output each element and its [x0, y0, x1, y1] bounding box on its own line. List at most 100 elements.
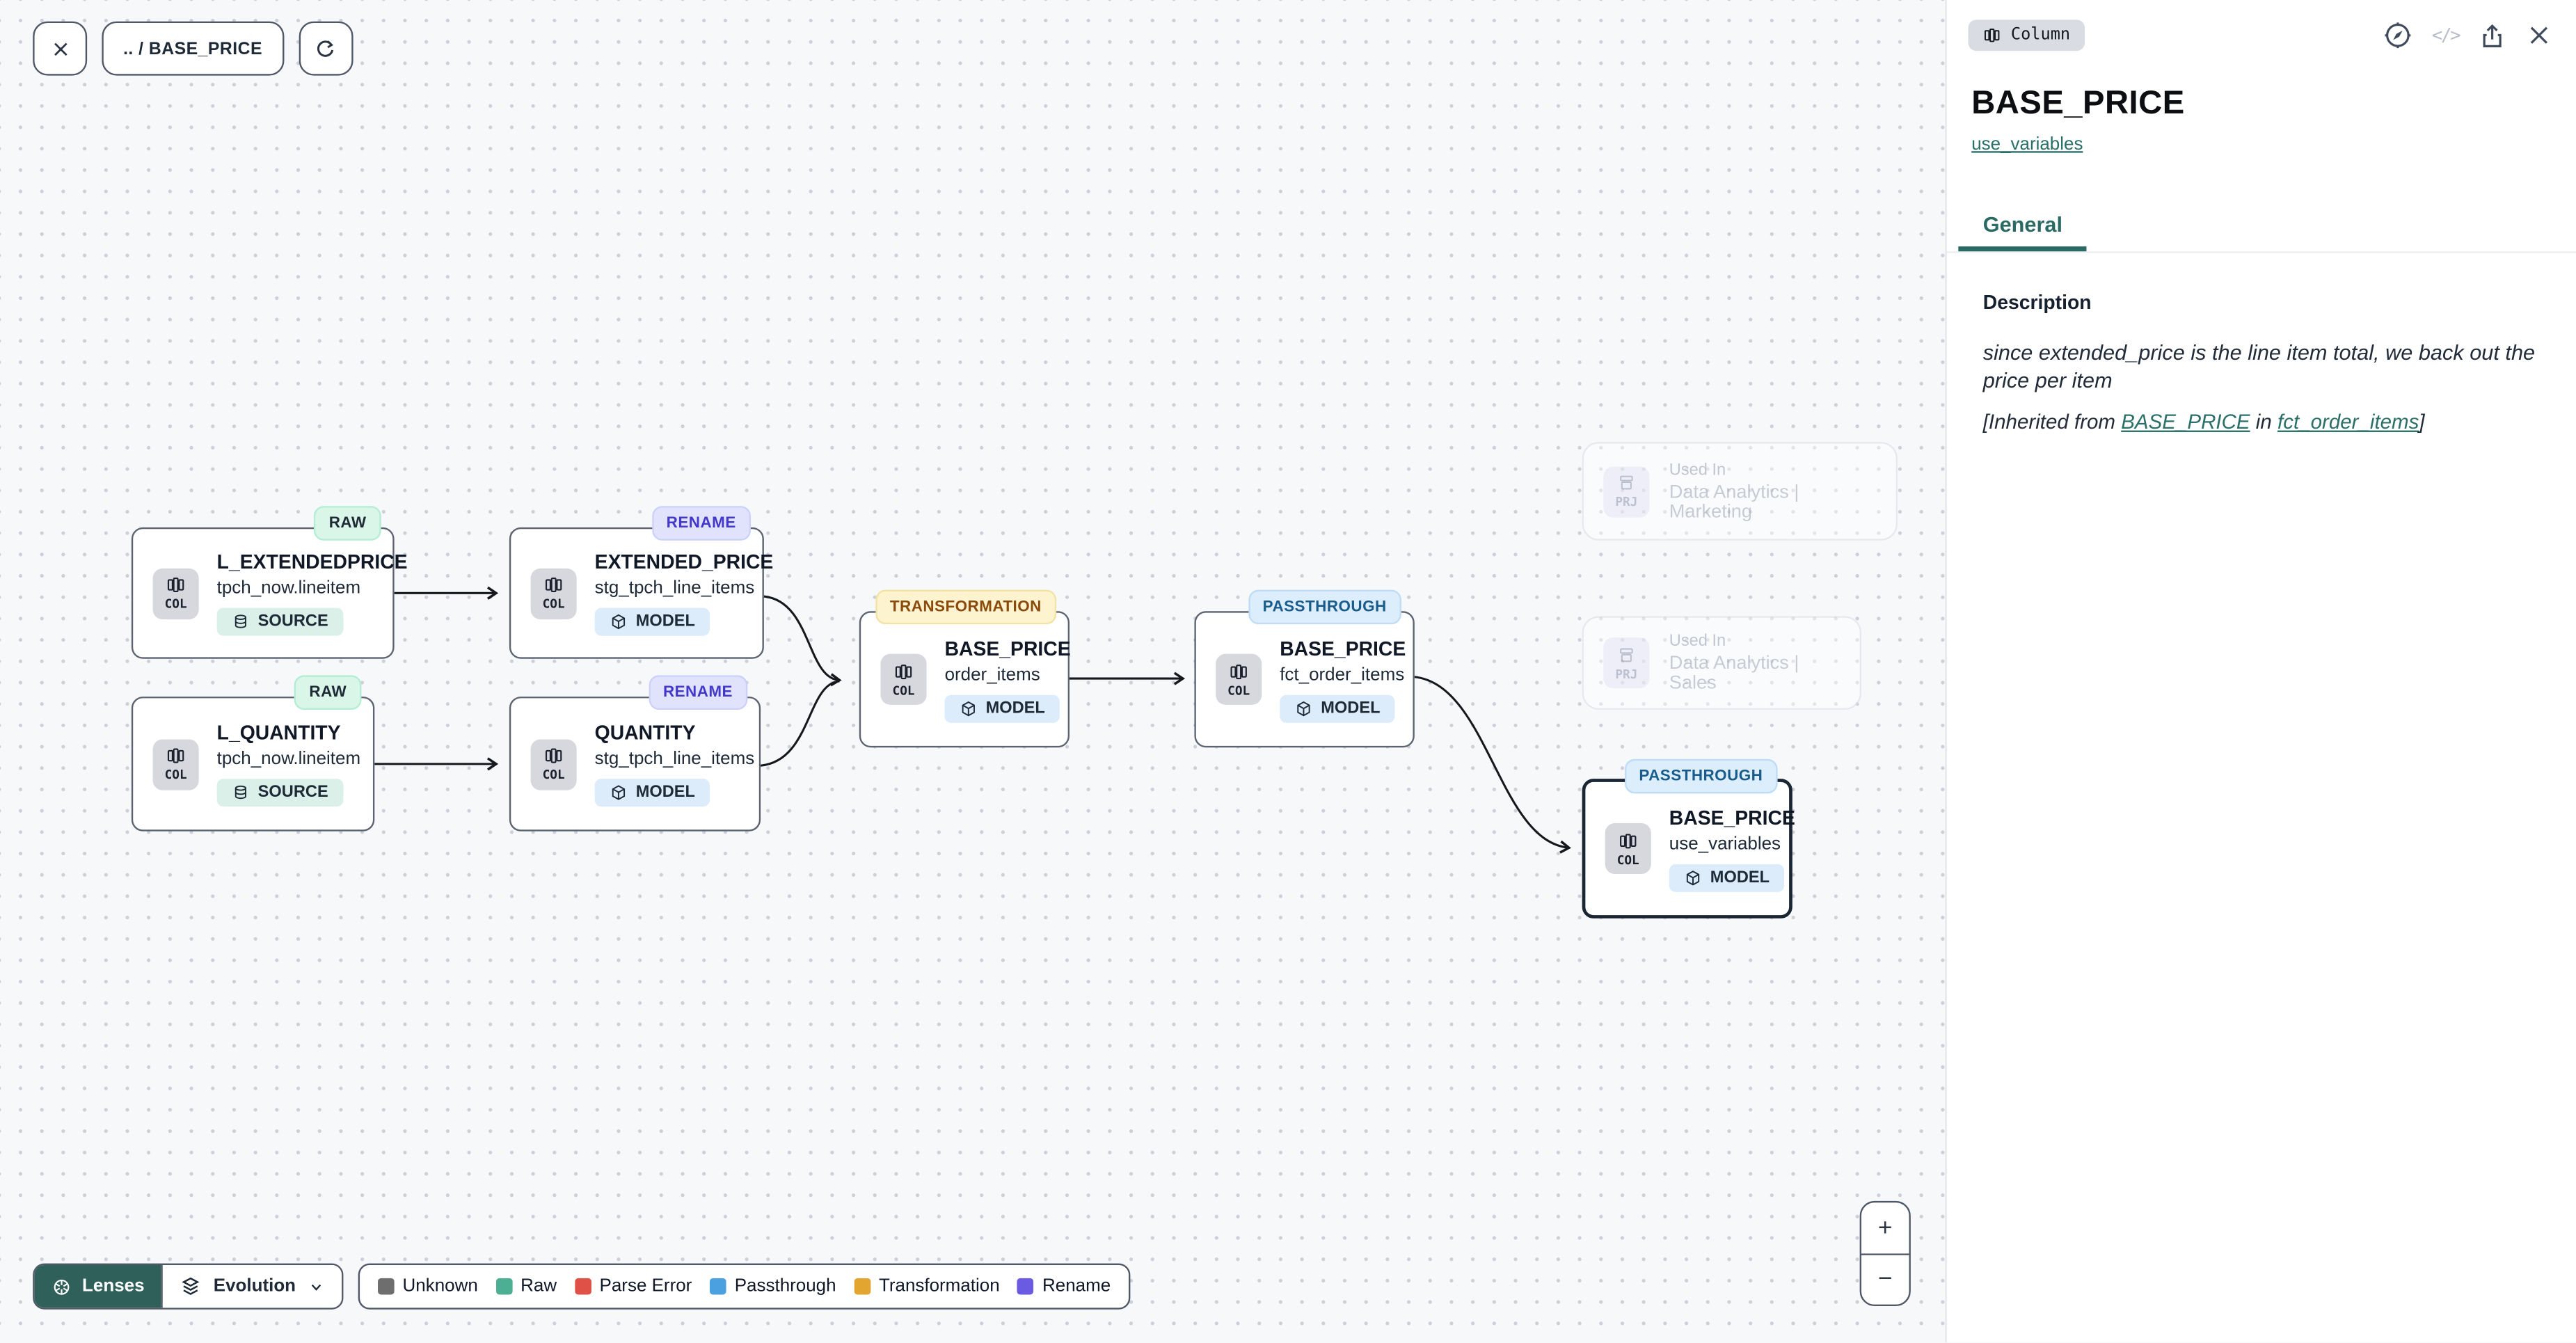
legend-item-rename: Rename	[1018, 1276, 1111, 1296]
chip-label: COL	[893, 683, 915, 697]
project-chip: PRJ	[1603, 466, 1649, 516]
lenses-button[interactable]: Lenses	[35, 1265, 161, 1308]
description-text: since extended_price is the line item to…	[1983, 338, 2540, 395]
refresh-icon	[312, 35, 339, 62]
columns-icon	[1229, 661, 1248, 681]
chip-label: COL	[543, 768, 565, 782]
node-title: BASE_PRICE	[945, 637, 1071, 660]
refresh-button[interactable]	[299, 22, 353, 76]
tab-general[interactable]: General	[1958, 199, 2087, 252]
chip-label: PRJ	[1615, 666, 1637, 681]
layers-icon	[179, 1275, 202, 1298]
lineage-node-base-price-use-variables[interactable]: PASSTHROUGH COL BASE_PRICE use_variables…	[1582, 779, 1792, 919]
lineage-node-l-extendedprice[interactable]: RAW COL L_EXTENDEDPRICE tpch_now.lineite…	[132, 527, 395, 659]
legend-swatch-parse-error	[575, 1278, 591, 1295]
inherited-column-link[interactable]: BASE_PRICE	[2121, 411, 2250, 434]
columns-icon	[1619, 830, 1638, 850]
node-subtitle: tpch_now.lineitem	[217, 578, 360, 598]
project-icon	[1616, 473, 1636, 493]
model-link[interactable]: use_variables	[1971, 135, 2083, 154]
panel-title: BASE_PRICE	[1971, 86, 2551, 123]
kind-badge-model: MODEL	[1280, 694, 1395, 722]
project-chip: PRJ	[1603, 637, 1649, 688]
lens-selector-group: Lenses Evolution	[33, 1264, 343, 1310]
breadcrumb[interactable]: .. / BASE_PRICE	[102, 22, 283, 76]
node-title: EXTENDED_PRICE	[595, 550, 774, 573]
cube-icon	[610, 613, 628, 631]
legend-item-transformation: Transformation	[854, 1276, 1000, 1296]
used-in-name: Data Analytics | Sales	[1669, 654, 1840, 694]
panel-header: Column </>	[1947, 0, 2576, 51]
chevron-down-icon	[308, 1278, 326, 1296]
entity-type-badge: Column	[1968, 19, 2085, 51]
zoom-in-button[interactable]: +	[1861, 1202, 1909, 1254]
lineage-node-base-price-fct-order-items[interactable]: PASSTHROUGH COL BASE_PRICE fct_order_ite…	[1194, 611, 1414, 747]
legend-swatch-rename	[1018, 1278, 1035, 1295]
chip-label: COL	[165, 768, 187, 782]
lens-badge-raw: RAW	[315, 506, 381, 541]
edge	[764, 596, 840, 680]
close-lineage-button[interactable]	[33, 22, 87, 76]
used-in-node-marketing[interactable]: PRJ Used In Data Analytics | Marketing	[1582, 442, 1898, 541]
kind-label: MODEL	[986, 699, 1045, 717]
share-icon[interactable]	[2477, 21, 2506, 50]
chip-label: COL	[1617, 852, 1639, 866]
lineage-node-extended-price[interactable]: RENAME COL EXTENDED_PRICE stg_tpch_line_…	[509, 527, 764, 659]
code-icon[interactable]: </>	[2432, 24, 2460, 46]
canvas-toolbar: .. / BASE_PRICE	[33, 22, 353, 76]
zoom-controls: + −	[1860, 1201, 1911, 1306]
column-chip: COL	[153, 738, 199, 789]
lens-badge-passthrough: PASSTHROUGH	[1248, 590, 1401, 625]
legend-item-unknown: Unknown	[378, 1276, 478, 1296]
panel-tabs: General	[1947, 199, 2576, 253]
cube-icon	[610, 784, 628, 802]
compass-icon[interactable]	[2383, 19, 2414, 51]
node-subtitle: tpch_now.lineitem	[217, 749, 360, 769]
bottom-controls: Lenses Evolution Unknown Raw Parse Error…	[33, 1264, 1130, 1310]
lens-legend: Unknown Raw Parse Error Passthrough Tran…	[358, 1264, 1131, 1310]
zoom-out-button[interactable]: −	[1861, 1255, 1909, 1305]
kind-badge-model: MODEL	[945, 694, 1060, 722]
used-in-label: Used In	[1669, 633, 1840, 651]
panel-actions: </>	[2383, 19, 2553, 51]
lineage-node-base-price-order-items[interactable]: TRANSFORMATION COL BASE_PRICE order_item…	[859, 611, 1070, 747]
column-chip: COL	[1216, 654, 1262, 705]
lineage-node-l-quantity[interactable]: RAW COL L_QUANTITY tpch_now.lineitem SOU…	[132, 697, 374, 832]
database-icon	[232, 784, 250, 802]
node-title: L_QUANTITY	[217, 721, 341, 744]
node-subtitle: fct_order_items	[1280, 665, 1404, 684]
columns-icon	[1983, 26, 2001, 45]
used-in-label: Used In	[1669, 461, 1876, 479]
node-title: BASE_PRICE	[1669, 806, 1795, 829]
lenses-label: Lenses	[82, 1276, 145, 1296]
lens-badge-passthrough: PASSTHROUGH	[1624, 759, 1777, 794]
detail-panel: Column </> BASE_PRICE use_variables Gene…	[1945, 0, 2576, 1342]
kind-label: SOURCE	[258, 613, 328, 631]
legend-item-passthrough: Passthrough	[710, 1276, 836, 1296]
node-subtitle: stg_tpch_line_items	[595, 578, 755, 598]
close-icon	[49, 37, 72, 60]
columns-icon	[166, 575, 185, 594]
lens-dropdown[interactable]: Evolution	[161, 1265, 342, 1308]
kind-label: MODEL	[636, 784, 695, 802]
lens-badge-raw: RAW	[294, 675, 361, 710]
columns-icon	[893, 661, 913, 681]
close-panel-icon[interactable]	[2525, 22, 2553, 49]
kind-label: MODEL	[636, 613, 695, 631]
chip-label: COL	[1227, 683, 1250, 697]
inherited-model-link[interactable]: fct_order_items	[2277, 411, 2419, 434]
used-in-node-sales[interactable]: PRJ Used In Data Analytics | Sales	[1582, 616, 1861, 710]
kind-label: SOURCE	[258, 784, 328, 802]
legend-swatch-transformation	[854, 1278, 871, 1295]
edge	[1415, 677, 1569, 848]
node-subtitle: order_items	[945, 665, 1040, 684]
node-subtitle: stg_tpch_line_items	[595, 749, 755, 769]
node-title: QUANTITY	[595, 721, 696, 744]
column-chip: COL	[531, 738, 577, 789]
database-icon	[232, 613, 250, 631]
node-title: L_EXTENDEDPRICE	[217, 550, 408, 573]
lineage-node-quantity[interactable]: RENAME COL QUANTITY stg_tpch_line_items …	[509, 697, 761, 832]
kind-label: MODEL	[1710, 868, 1770, 887]
lens-badge-transformation: TRANSFORMATION	[875, 590, 1057, 625]
